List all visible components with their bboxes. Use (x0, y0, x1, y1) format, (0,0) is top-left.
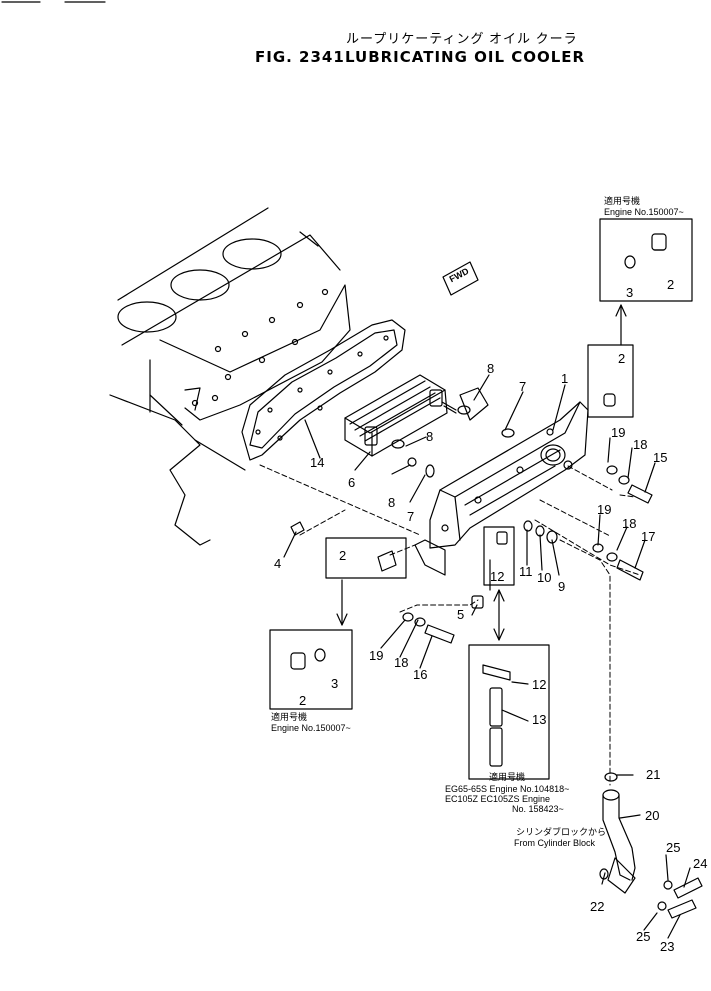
cooler-element-6 (344, 374, 515, 478)
callout-19c: 19 (369, 648, 384, 663)
note-mid-en1: EG65-65S Engine No.104818~ (445, 784, 570, 794)
callout-18c: 18 (394, 655, 409, 670)
title-jp: ループリケーティング オイル クーラ (346, 31, 578, 46)
fwd-badge (442, 261, 479, 296)
note-mid-jp: 適用号機 (489, 772, 526, 782)
inset-left-box (269, 629, 353, 710)
callout-10: 10 (537, 570, 552, 585)
callout-20: 20 (645, 808, 660, 823)
figure-title: LUBRICATING OIL COOLER (345, 48, 586, 66)
callout-7a: 7 (519, 379, 527, 394)
callout-5: 5 (457, 607, 465, 622)
callout-12b: 12 (532, 677, 547, 692)
callout-3-inset-left: 3 (331, 676, 339, 691)
figure-number: FIG. 2341 (255, 48, 345, 66)
note-block-jp: シリンダブロックから (516, 827, 607, 837)
callout-11: 11 (519, 564, 533, 579)
callout-3-inset-top: 3 (626, 285, 634, 300)
dashed-assembly-lines (259, 464, 641, 786)
note-left-jp: 適用号機 (271, 712, 308, 722)
callout-4: 4 (274, 556, 282, 571)
callout-17: 17 (641, 529, 656, 544)
gasket-14 (241, 319, 406, 461)
callout-24: 24 (693, 856, 708, 871)
callout-12a: 12 (490, 569, 505, 584)
callout-9: 9 (558, 579, 566, 594)
note-top-en: Engine No.150007~ (604, 207, 684, 217)
callout-19b: 19 (597, 502, 612, 517)
callout-16: 16 (413, 667, 428, 682)
callout-2-inset-left: 2 (299, 693, 307, 708)
inset-mid-box (468, 644, 550, 780)
callout-1: 1 (561, 371, 569, 386)
callout-21: 21 (646, 767, 661, 782)
callout-25a: 25 (666, 840, 681, 855)
callout-boxes (325, 344, 634, 586)
callout-7b: 7 (407, 509, 415, 524)
callout-2-inset-top: 2 (667, 277, 675, 292)
callout-15: 15 (653, 450, 668, 465)
callout-18b: 18 (622, 516, 637, 531)
callout-8a: 8 (487, 361, 495, 376)
callout-6: 6 (348, 475, 356, 490)
note-mid-en2: EC105Z EC105ZS Engine (445, 794, 551, 804)
note-top-jp: 適用号機 (604, 196, 641, 206)
note-mid-en3: No. 158423~ (512, 804, 564, 814)
leader-lines (283, 374, 691, 939)
callout-8c: 8 (388, 495, 396, 510)
callout-2-top: 2 (618, 351, 626, 366)
callout-22: 22 (590, 899, 605, 914)
callout-13: 13 (532, 712, 547, 727)
note-block-en: From Cylinder Block (514, 838, 596, 848)
note-left-en: Engine No.150007~ (271, 723, 351, 733)
callout-19a: 19 (611, 425, 626, 440)
cooler-cover-1 (414, 401, 589, 576)
arrows (336, 304, 627, 641)
small-parts (290, 393, 653, 644)
inset-top-box (599, 218, 693, 302)
callout-18a: 18 (633, 437, 648, 452)
callout-2-left: 2 (339, 548, 347, 563)
callout-25b: 25 (636, 929, 651, 944)
callout-23: 23 (660, 939, 675, 954)
callout-14: 14 (310, 455, 325, 470)
engine-block (109, 207, 351, 546)
callout-8b: 8 (426, 429, 434, 444)
oil-pipe-20 (599, 772, 703, 919)
